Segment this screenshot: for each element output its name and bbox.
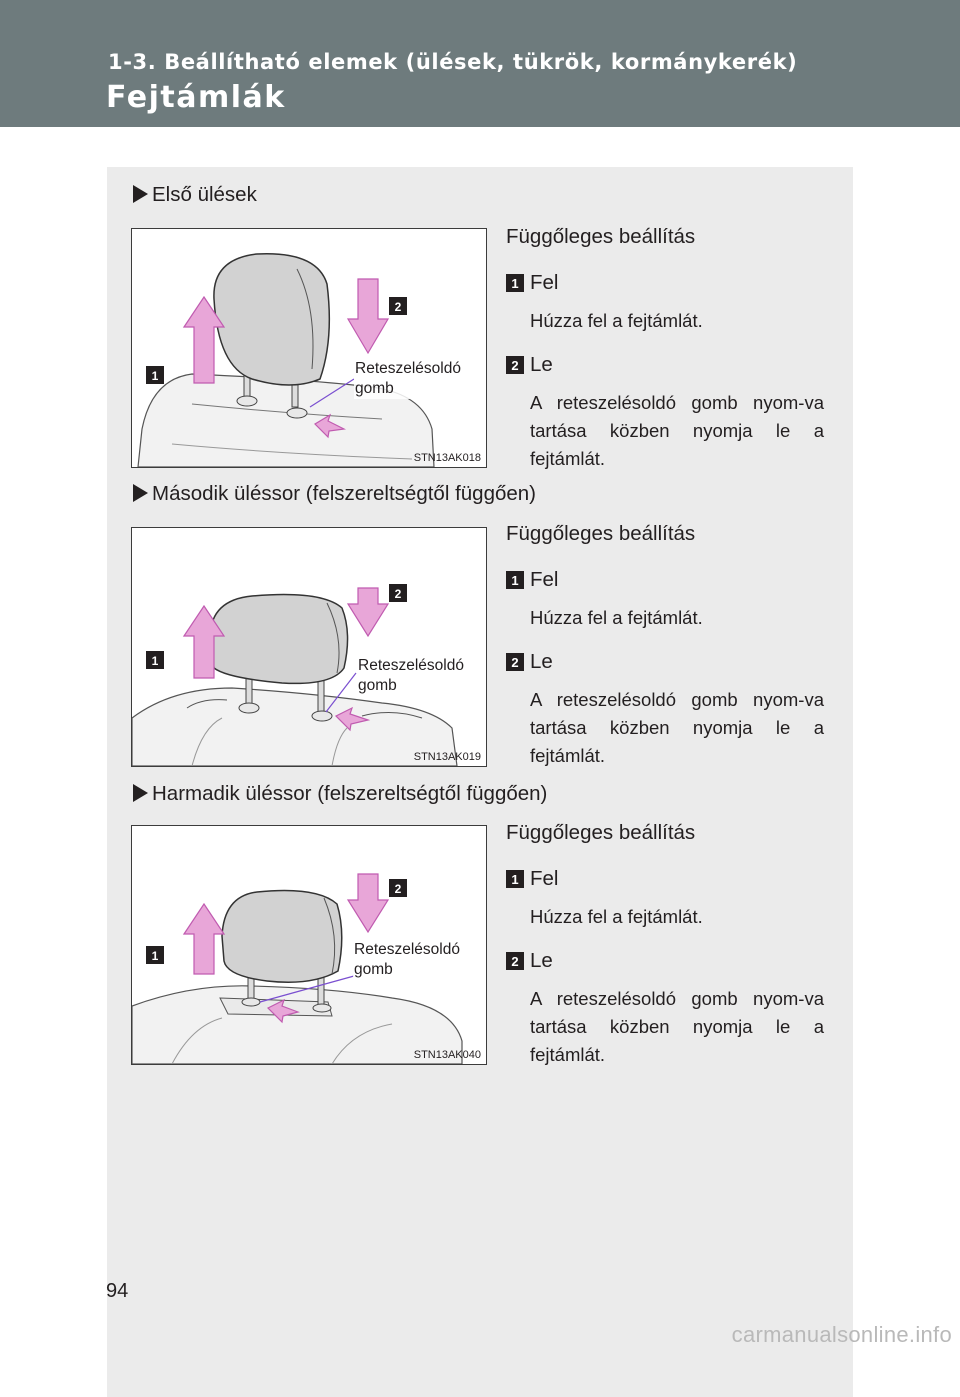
section-heading-text: Harmadik üléssor (felszereltségtől függő… xyxy=(152,782,548,805)
step-number-badge: 2 xyxy=(506,653,524,671)
step-label: Fel xyxy=(530,867,559,890)
step-label: Le xyxy=(530,650,553,673)
push-arrow-icon xyxy=(266,998,300,1024)
push-arrow-icon xyxy=(334,706,371,732)
section-heading-text: Első ülések xyxy=(152,183,257,206)
down-arrow-icon xyxy=(346,873,390,934)
step-description: A reteszelésoldó gomb nyom-va tartása kö… xyxy=(530,988,824,1065)
step-up: 1 Fel xyxy=(506,867,824,891)
adjustment-title: Függőleges beállítás xyxy=(506,522,696,545)
figure-num-2: 2 xyxy=(395,587,402,601)
figure-second-row-headrest: 1 2 Reteszelésoldó gomb STN13AK019 xyxy=(131,527,487,767)
up-arrow-icon xyxy=(182,604,226,679)
figure-num-2: 2 xyxy=(395,300,402,314)
step-number-badge: 1 xyxy=(506,274,524,292)
triangle-bullet-icon xyxy=(133,784,148,802)
release-button-callout: Reteszelésoldó gomb xyxy=(357,656,483,696)
step-description: A reteszelésoldó gomb nyom-va tartása kö… xyxy=(530,689,824,766)
section-heading-third-row: Harmadik üléssor (felszereltségtől függő… xyxy=(133,782,547,806)
step-number-badge: 1 xyxy=(506,571,524,589)
step-number-badge: 1 xyxy=(506,870,524,888)
figure-num-1: 1 xyxy=(152,369,159,383)
step-up: 1 Fel xyxy=(506,271,824,295)
adjustment-title: Függőleges beállítás xyxy=(506,821,696,844)
figure-num-1: 1 xyxy=(152,654,159,668)
step-number-badge: 2 xyxy=(506,356,524,374)
headrest-illustration: 1 2 xyxy=(132,584,458,766)
section-heading-text: Második üléssor (felszereltségtől függőe… xyxy=(152,482,536,505)
step-down: 2 Le xyxy=(506,650,824,674)
figure-third-row-headrest: 1 2 Reteszelésoldó gomb STN13AK040 xyxy=(131,825,487,1065)
adjustment-title: Függőleges beállítás xyxy=(506,225,696,248)
step-down: 2 Le xyxy=(506,353,824,377)
step-label: Le xyxy=(530,949,553,972)
instructions-second-row: Függőleges beállítás 1 Fel Húzza fel a f… xyxy=(506,522,824,788)
up-arrow-icon xyxy=(182,295,226,384)
page-title: Fejtámlák xyxy=(106,80,286,115)
headrest-illustration: 1 2 xyxy=(137,253,435,467)
headrest-illustration: 1 2 xyxy=(132,873,463,1064)
section-label: 1-3. Beállítható elemek (ülések, tükrök,… xyxy=(108,50,798,74)
triangle-bullet-icon xyxy=(133,484,148,502)
section-heading-second-row: Második üléssor (felszereltségtől függőe… xyxy=(133,482,536,506)
figure-code: STN13AK040 xyxy=(413,1049,481,1061)
section-heading-front-seats: Első ülések xyxy=(133,183,257,207)
release-button-callout: Reteszelésoldó gomb xyxy=(354,359,476,399)
push-arrow-icon xyxy=(314,413,347,439)
watermark: carmanualsonline.info xyxy=(731,1322,952,1347)
release-button-callout: Reteszelésoldó gomb xyxy=(353,940,479,980)
step-description: A reteszelésoldó gomb nyom-va tartása kö… xyxy=(530,392,824,469)
step-description: Húzza fel a fejtámlát. xyxy=(530,906,703,927)
step-description: Húzza fel a fejtámlát. xyxy=(530,607,703,628)
up-arrow-icon xyxy=(182,902,226,975)
down-arrow-icon xyxy=(346,587,390,638)
triangle-bullet-icon xyxy=(133,185,148,203)
chapter-header: 1-3. Beállítható elemek (ülések, tükrök,… xyxy=(0,0,960,127)
figure-front-headrest: 1 2 Reteszelésoldó gomb STN13AK018 xyxy=(131,228,487,468)
step-number-badge: 2 xyxy=(506,952,524,970)
step-label: Fel xyxy=(530,568,559,591)
step-description: Húzza fel a fejtámlát. xyxy=(530,310,703,331)
page-number: 94 xyxy=(106,1280,129,1302)
instructions-third-row: Függőleges beállítás 1 Fel Húzza fel a f… xyxy=(506,821,824,1087)
figure-num-2: 2 xyxy=(395,882,402,896)
step-label: Le xyxy=(530,353,553,376)
step-label: Fel xyxy=(530,271,559,294)
step-up: 1 Fel xyxy=(506,568,824,592)
figure-code: STN13AK018 xyxy=(413,452,481,464)
figure-num-1: 1 xyxy=(152,949,159,963)
down-arrow-icon xyxy=(346,278,390,355)
figure-code: STN13AK019 xyxy=(413,751,481,763)
instructions-front-seats: Függőleges beállítás 1 Fel Húzza fel a f… xyxy=(506,225,824,491)
step-down: 2 Le xyxy=(506,949,824,973)
